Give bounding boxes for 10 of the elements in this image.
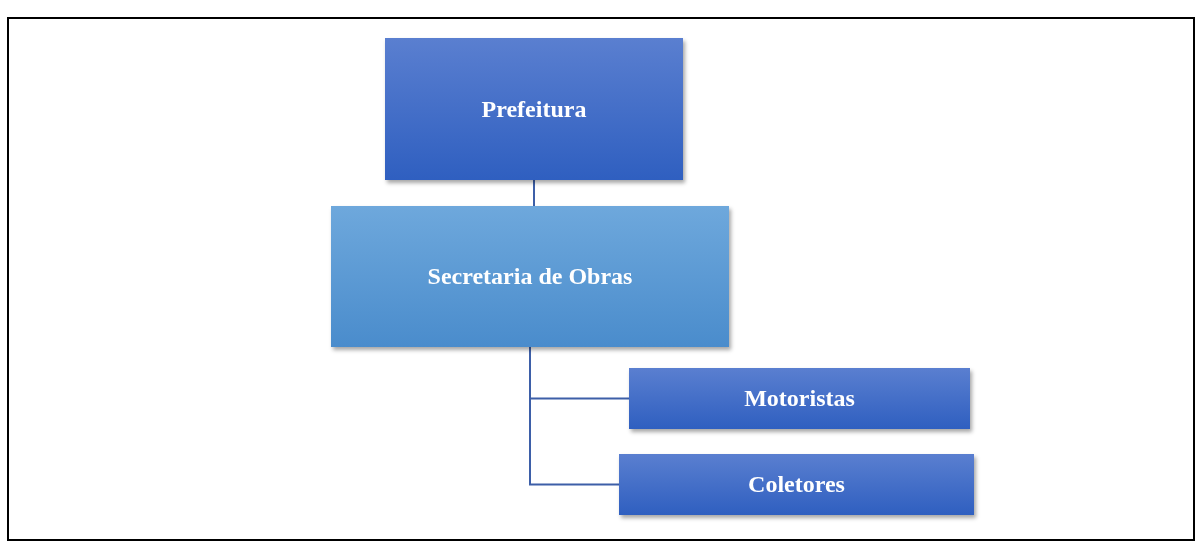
connector-line — [529, 346, 620, 486]
org-box — [385, 38, 683, 180]
connector-line — [533, 179, 535, 207]
org-box — [331, 206, 729, 347]
box-label: Motoristas — [744, 385, 855, 412]
org-box — [619, 454, 974, 515]
box-label: Secretaria de Obras — [427, 263, 633, 290]
org-box — [629, 368, 970, 429]
box-label: Prefeitura — [481, 95, 587, 123]
box-label: Coletores — [748, 471, 845, 498]
